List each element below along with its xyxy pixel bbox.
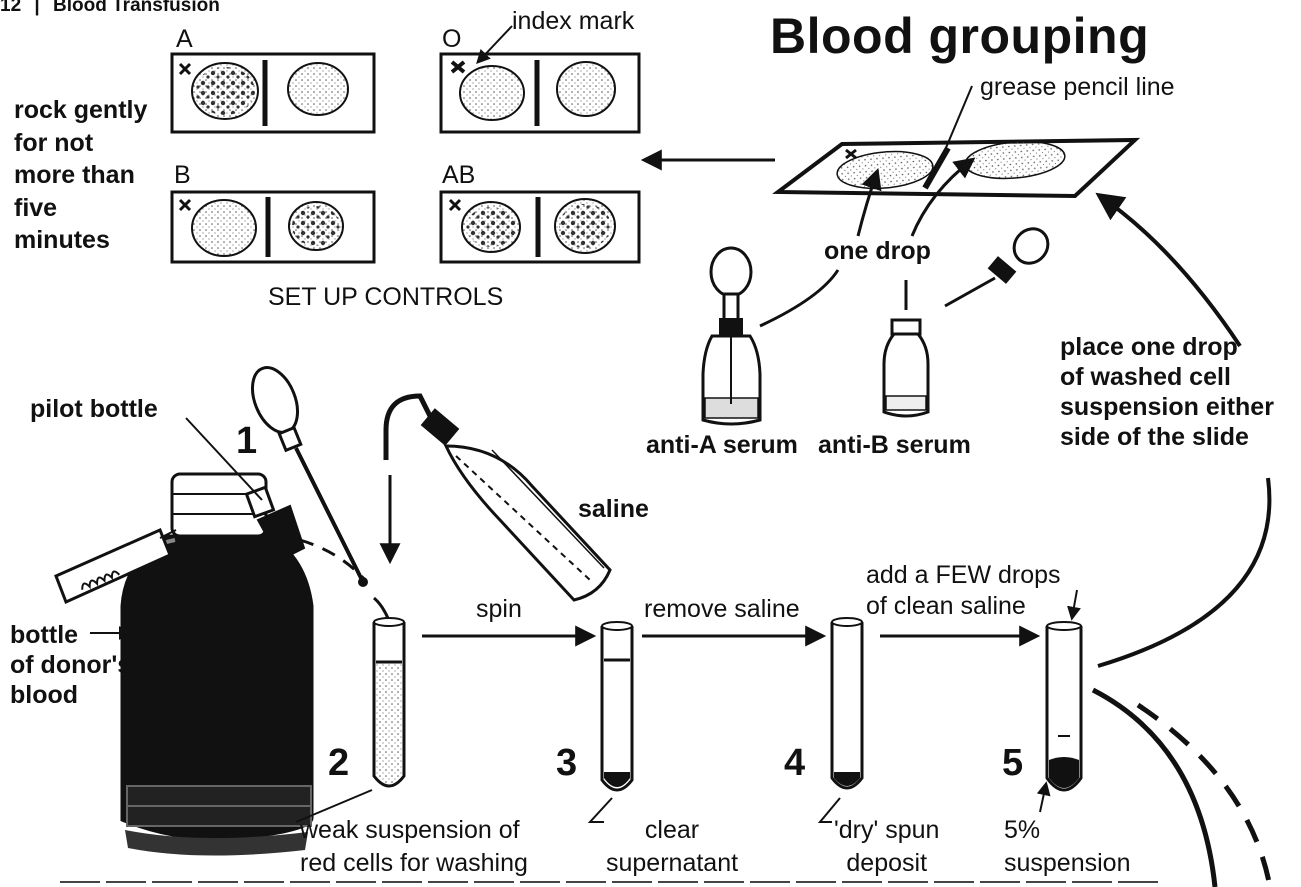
step-2-number: 2 (328, 744, 349, 784)
tube4-caption: 'dry' spun deposit (834, 814, 939, 879)
step-3-number: 3 (556, 744, 577, 784)
tube5-caption-pointer (1040, 784, 1046, 812)
slide-label-ab: AB (442, 162, 475, 188)
page-number: 12 (0, 0, 21, 16)
return-arrow (1098, 478, 1269, 666)
page-title: Blood grouping (770, 10, 1149, 63)
page-header: 12 | Blood Transfusion (0, 0, 220, 16)
anti-b-serum-label: anti-B serum (818, 432, 971, 458)
pilot-bottle-label: pilot bottle (30, 396, 158, 422)
saline-bottle (386, 396, 610, 600)
control-slide-a (172, 54, 374, 132)
section-title: Blood Transfusion (53, 0, 220, 16)
test-slide (778, 138, 1135, 196)
control-slide-b (172, 192, 374, 262)
tube2-caption: weak suspension of red cells for washing (300, 814, 528, 879)
anti-a-drop-line (760, 270, 838, 326)
step-1-number: 1 (236, 422, 257, 462)
slide-label-b: B (174, 162, 191, 188)
tube-3 (602, 622, 632, 790)
control-slide-o (441, 54, 639, 132)
slide-label-a: A (176, 26, 193, 52)
return-arrow-top (1100, 196, 1240, 346)
place-drop-label: place one drop of washed cell suspension… (1060, 332, 1274, 452)
grease-pencil-label: grease pencil line (980, 74, 1175, 100)
pilot-to-tube-dashed (300, 540, 365, 580)
anti-a-serum-label: anti-A serum (646, 432, 798, 458)
step-4-number: 4 (784, 744, 805, 784)
lower-curve-dashed (1138, 705, 1270, 887)
spin-label: spin (476, 596, 522, 622)
remove-saline-label: remove saline (644, 596, 800, 622)
few-drops-pointer (1072, 590, 1077, 618)
add-drops-label: add a FEW drops of clean saline (866, 560, 1061, 623)
saline-label: saline (578, 496, 649, 522)
one-drop-label: one drop (824, 238, 931, 264)
tube-2 (374, 618, 404, 786)
anti-b-bottle (884, 320, 928, 416)
control-slide-ab (441, 192, 639, 262)
tube-5 (1047, 622, 1081, 790)
slide-label-o: O (442, 26, 461, 52)
tube3-caption: clear supernatant (606, 814, 738, 879)
donor-bottle-label: bottle of donor's blood (10, 620, 131, 710)
controls-caption: SET UP CONTROLS (268, 284, 503, 310)
tube-4 (832, 618, 862, 788)
index-mark-label: index mark (512, 8, 634, 34)
anti-a-bottle (703, 248, 760, 424)
header-separator: | (34, 0, 39, 16)
free-dropper (945, 222, 1055, 306)
tube5-caption: 5% suspension (1004, 814, 1130, 879)
step-5-number: 5 (1002, 744, 1023, 784)
rock-instruction: rock gently for not more than five minut… (14, 94, 147, 257)
